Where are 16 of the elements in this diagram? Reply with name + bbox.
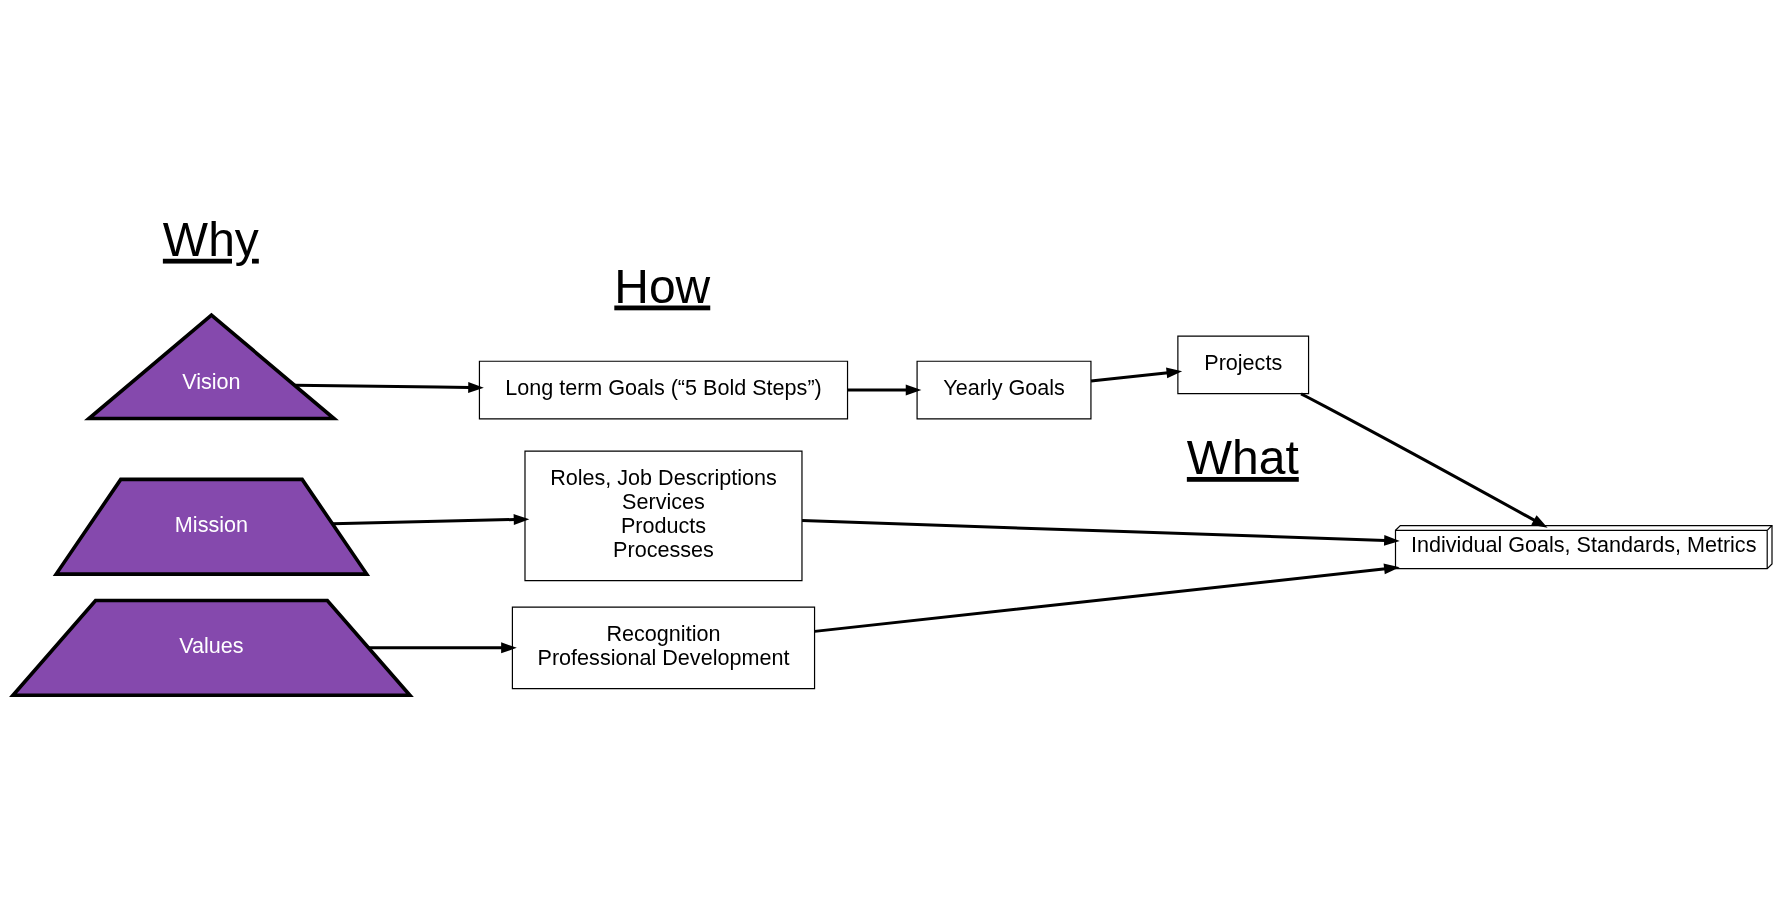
node-box: Roles, Job Descriptions Services Products Processes [524,450,803,582]
arrow [814,563,1400,633]
label: What [1186,430,1299,484]
label: How [614,259,711,313]
arrow [802,519,1400,546]
arrow [294,382,484,393]
arrow [368,642,517,654]
arrow [332,514,530,526]
arrow [847,384,922,396]
arrow [1300,392,1548,528]
node-box: Projects [1177,335,1310,395]
node-box: Recognition Professional Development [511,606,816,690]
node-box: Yearly Goals [916,360,1092,420]
node-box: Long term Goals (“5 Bold Steps”) [478,360,849,420]
label: Why [162,212,259,266]
arrow [1090,367,1183,383]
